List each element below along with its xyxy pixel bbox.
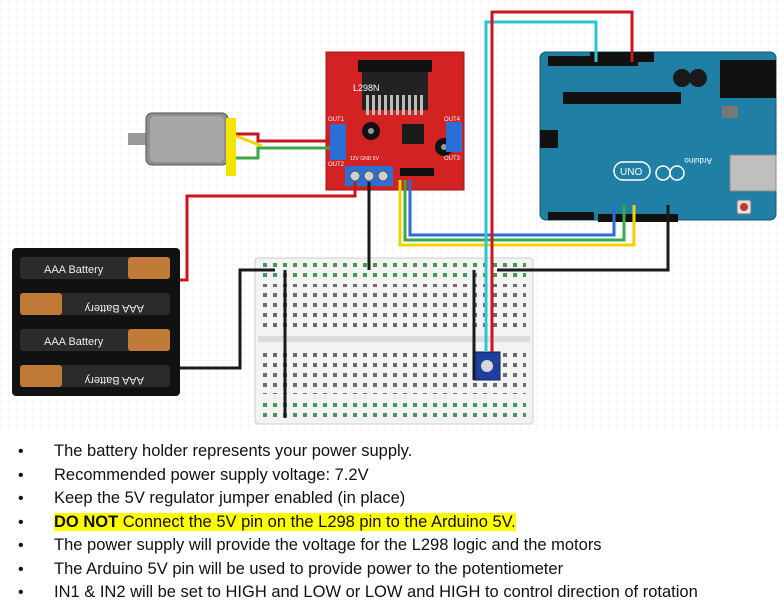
battery-label-3: AAA Battery [44,336,104,348]
wire-motor-red [236,132,330,143]
note-item: The Arduino 5V pin will be used to provi… [18,558,698,582]
potentiometer [473,351,501,381]
wire-pot-red [490,10,634,352]
wire-motor-yellow [235,134,263,148]
wire-yellow-signal [398,180,636,247]
note-item: Recommended power supply voltage: 7.2V [18,464,698,488]
out3-label: OUT3 [444,156,461,162]
wiring-diagram: L298N OUT1 OUT2 OUT4 OUT3 12V GND 5V [0,0,784,432]
wires [180,10,670,418]
arduino-model: UNO [620,167,642,178]
warning-bold: DO NOT [54,512,119,531]
note-text: The battery holder represents your power… [54,442,413,460]
dc-motor [128,112,236,176]
note-item: The power supply will provide the voltag… [18,534,698,558]
note-text: Recommended power supply voltage: 7.2V [54,465,369,484]
battery-label-4: AAA Battery [84,374,144,386]
out1-label: OUT1 [328,117,345,123]
highlighted-warning: DO NOT Connect the 5V pin on the L298 pi… [54,512,516,531]
wire-supply-red [180,182,357,282]
note-text: Connect the 5V pin on the L298 pin to th… [118,512,516,531]
out2-label: OUT2 [328,162,345,168]
wire-motor-green [236,146,330,160]
out4-label: OUT4 [444,117,461,123]
note-item: The battery holder represents your power… [18,440,698,464]
l298n-module: L298N OUT1 OUT2 OUT4 OUT3 12V GND 5V [325,51,465,191]
note-item-highlighted: DO NOT Connect the 5V pin on the L298 pi… [18,511,698,535]
power-terminal-label: 12V GND 5V [350,156,380,162]
notes-list: The battery holder represents your power… [18,440,698,605]
wire-pot-cyan [484,20,598,352]
note-text: IN1 & IN2 will be set to HIGH and LOW or… [54,583,698,601]
note-text: Keep the 5V regulator jumper enabled (in… [54,489,406,507]
wire-blue-signal [408,180,616,237]
note-item: IN1 & IN2 will be set to HIGH and LOW or… [18,581,698,605]
wire-green-signal [403,180,626,242]
l298-label: L298N [353,83,380,93]
note-item: Keep the 5V regulator jumper enabled (in… [18,487,698,511]
note-text: The power supply will provide the voltag… [54,536,602,554]
arduino-brand: Arduino [684,156,712,165]
battery-holder: AAA Battery AAA Battery AAA Battery AAA … [12,248,180,396]
wire-arduino-gnd [497,205,670,272]
note-text: The Arduino 5V pin will be used to provi… [54,559,564,578]
wire-supply-black [180,268,275,370]
battery-label-2: AAA Battery [84,302,144,314]
arduino-uno: Arduino UNO [539,51,777,222]
battery-label-1: AAA Battery [44,264,104,276]
